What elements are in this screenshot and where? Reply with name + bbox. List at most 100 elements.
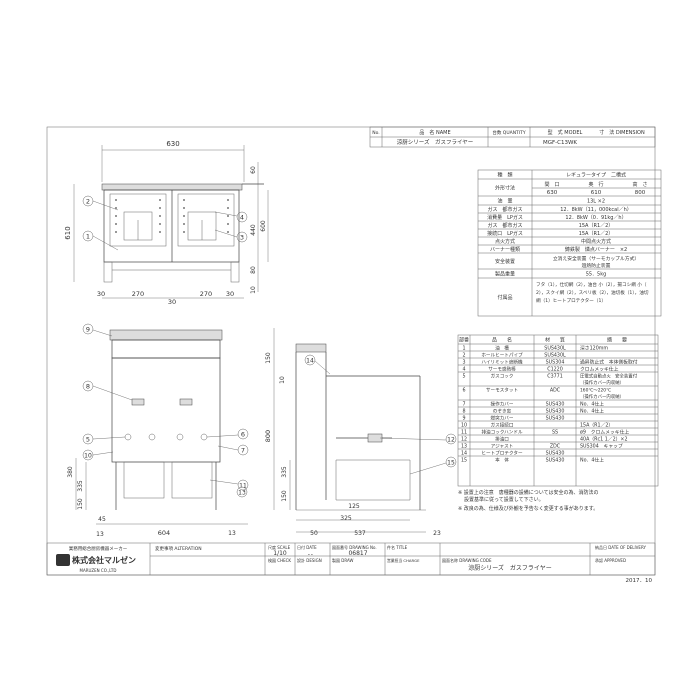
parts-cell-5-3b: （操作カバー内収納） [580,393,624,400]
parts-cell-7-0: 8 [462,409,465,415]
parts-cell-4-2: C3771 [547,374,563,380]
scale-label: 尺度 SCALE [268,544,291,550]
parts-cell-7-3: No．4仕上 [580,408,604,415]
date-value: ．． [307,550,316,557]
parts-header-3: 摘 要 [607,337,627,344]
spec-val-1: 610 [591,190,602,196]
spec-key-4: 消費量 LPガス [487,214,523,221]
parts-cell-4-3a: 圧電式自動点火 安全装置付 [580,373,638,380]
spec-key-8: バーナー種類 [490,246,520,253]
dim-30m: 30 [168,298,176,306]
parts-cell-5-0: 6 [462,388,465,394]
callout-9: 9 [86,326,90,334]
parts-cell-14-0: 15 [461,458,467,464]
dim-150f: 150 [77,498,84,510]
parts-cell-11-3: 40A（Rc1 1／2）×2 [580,437,628,443]
parts-cell-2-2: SUS304 [546,360,565,366]
callout-10: 10 [84,453,92,460]
parts-cell-1-0: 2 [462,353,465,359]
callout-3: 3 [240,234,244,242]
alteration-label: 変更事項 ALTERATION [155,545,202,552]
parts-cell-4-0: 5 [462,374,465,380]
spec-key-10: 製品重量 [495,271,515,278]
front-view-upper: 630 2 1 4 3 [64,140,269,306]
dim-630: 630 [166,140,179,148]
spec-value-0: レギュラータイプ 二槽式 [566,172,626,179]
dim-45: 45 [98,516,106,523]
parts-cell-12-1: アジャスト [491,444,514,450]
dim-125: 125 [348,503,360,510]
spec-value-2: 13L ×2 [587,199,605,205]
spec-value-9-b: 過熱防止装置 [582,262,611,269]
callout-13: 13 [238,490,246,497]
approved-label: 承認 APPROVED [595,557,626,563]
dim-50: 50 [310,530,318,537]
parts-cell-10-2: SS [552,430,558,436]
parts-cell-4-3b: （操作カバー内収納） [580,379,624,386]
spec-key-1: 外形寸法 [495,185,515,192]
parts-cell-6-1: 操作カバー [491,401,514,408]
side-view: 14 12 15 150 10 800 335 150 125 325 50 5… [264,328,457,537]
callout-5: 5 [86,436,90,444]
dim-13b: 13 [228,530,236,537]
parts-cell-6-3: No．4仕上 [580,401,604,408]
title-label: 件名 TITLE [387,544,408,550]
drawing-code-label: 図面名称 DRAWING CODE [442,557,492,563]
parts-cell-8-0: 9 [462,416,465,422]
dim-537: 537 [354,530,366,537]
parts-cell-9-3: 15A（R1／2） [580,423,613,429]
parts-cell-1-1: ホールヒートパイプ [481,353,523,359]
dim-440: 440 [250,224,257,236]
callout-1: 1 [86,233,90,241]
dim-335: 335 [77,480,84,492]
parts-cell-0-2: SUS430L [544,346,566,352]
product-name: 涼厨シリーズ ガスフライヤー [397,138,474,146]
draw-label: 製図 DRAW [332,557,353,563]
dim-60: 60 [250,166,257,174]
date-label: 日付 DATE [297,544,317,550]
parts-cell-3-3: クロムメッキ仕上 [580,366,619,373]
parts-cell-14-3: No．4仕上 [580,457,604,464]
parts-header-0: 部番 [459,337,469,344]
dim-23: 23 [433,530,441,537]
parts-cell-8-1: 燃突カバー [491,415,514,422]
drawing-label: 図面番号 DRAWING No. [332,544,377,550]
spec-key-11: 付属品 [497,294,512,301]
drawing-code: 涼厨シリーズ ガスフライヤー [468,564,552,572]
dim-s800: 800 [264,430,272,442]
spec-val-0: 630 [547,190,558,196]
parts-cell-6-2: SUS430 [546,402,565,408]
parts-header-1: 品 名 [492,337,512,344]
note-1: ※ 設置上の注意 唐種器の設備については安全の為、消防法の [458,489,599,496]
parts-cell-0-1: 油 槽 [495,345,509,352]
product-model: MGF-C13WK [543,140,577,146]
delivery-label: 納品日 DATE OF DELIVERY [595,544,646,550]
dim-380: 380 [67,466,74,478]
check-label: 検図 CHECK [268,557,291,563]
parts-header-2: 材 質 [545,337,565,344]
dim-270a: 270 [132,290,144,298]
spec-value-11-0: フタ（1），仕切網（2），油台 小（2），揚コシ網 小（ [536,281,647,288]
hdr-name: 品 名 NAME [419,129,450,136]
spec-value-8: 鋳鉄製 燐点バーナー ×2 [565,246,627,253]
drawing-number: 06817 [348,550,367,557]
parts-cell-12-3: SUS304 キャップ [580,444,623,450]
parts-cell-11-0: 12 [461,437,467,443]
parts-cell-8-2: SUS430 [546,416,565,422]
spec-val-2: 800 [635,190,646,196]
note-2: 設置基準に従って設置して下さい。 [464,496,544,503]
spec-key-0: 種 類 [497,172,512,179]
dim-10: 10 [250,286,257,294]
parts-cell-9-1: ガス接続口 [491,422,514,429]
spec-key-3: ガス 都市ガス [487,206,522,213]
dim-30b: 30 [226,290,234,298]
dim-600: 600 [260,220,267,232]
spec-value-5: 15A（R1／2） [579,223,614,229]
parts-cell-5-2: ADC [550,388,561,394]
parts-cell-3-1: サーモ感熱棒 [488,366,516,373]
spec-value-7: 中間点火方式 [581,238,611,245]
spec-value-3: 12．8kW（11，000kcal／h） [560,207,632,213]
parts-cell-13-1: ヒートプロテクター [481,450,523,457]
